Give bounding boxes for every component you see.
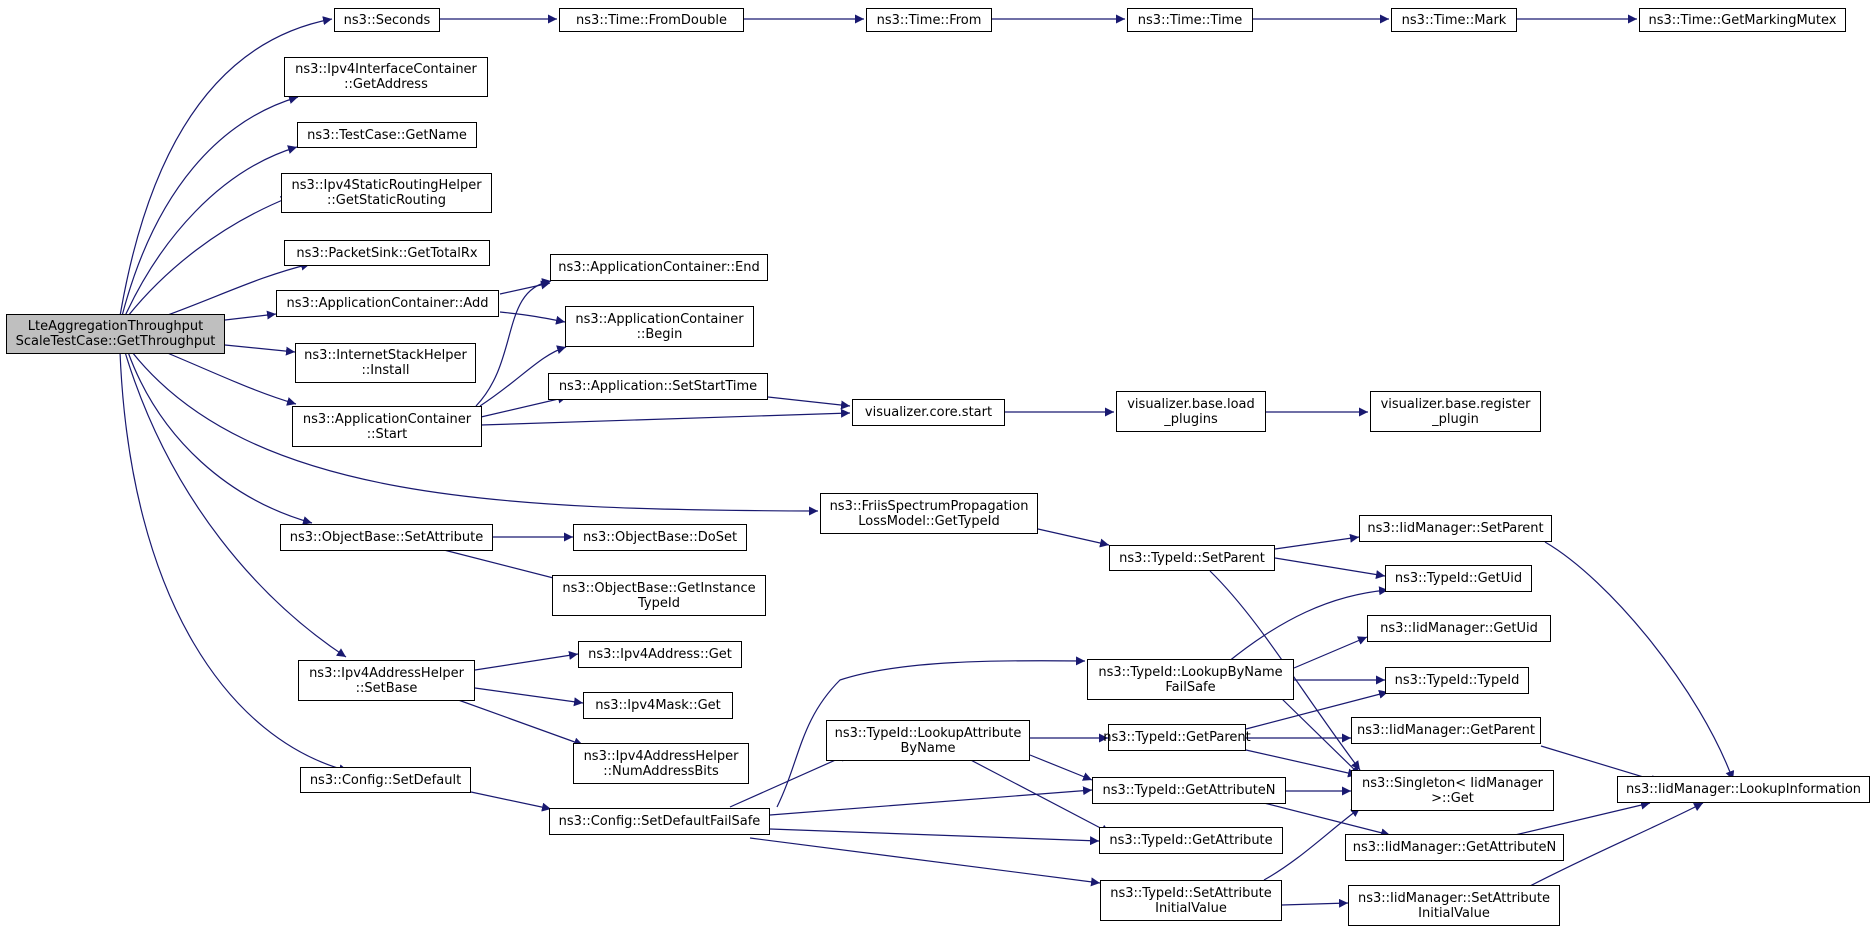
node-iidmanager-setparent[interactable]: ns3::IidManager::SetParent (1359, 515, 1552, 542)
edge-setdefaultfailsafe-getattribute (769, 828, 1100, 846)
edge-root-testcase (124, 145, 298, 317)
edge-appstart-vizstart (480, 408, 851, 426)
edge-setparent-iidsetparent (1274, 533, 1360, 550)
edge-appadd-appbegin (499, 311, 566, 325)
node-ipv4interfacecontainer-getaddress[interactable]: ns3::Ipv4InterfaceContainer::GetAddress (284, 57, 488, 97)
node-seconds[interactable]: ns3::Seconds (334, 8, 440, 32)
edge-friis-setparent (1037, 528, 1110, 548)
edge-setparent-singleton (1209, 570, 1361, 771)
edge-lookupattr-getattribute (964, 756, 1111, 834)
edge-appstart-append (475, 278, 552, 407)
edge-setbase-maskget (474, 687, 584, 707)
node-testcase-getname[interactable]: ns3::TestCase::GetName (297, 122, 477, 148)
node-visualizer-core-start[interactable]: visualizer.core.start (852, 399, 1005, 426)
edge-root-friis (131, 351, 819, 516)
edge-root-install (224, 344, 296, 356)
edge-setdefaultfailsafe-setattrinit (749, 837, 1101, 887)
edge-lookupbyname-singleton (1279, 696, 1361, 776)
node-time-mark[interactable]: ns3::Time::Mark (1391, 8, 1517, 32)
node-typeid-getuid[interactable]: ns3::TypeId::GetUid (1385, 565, 1532, 592)
node-typeid-getattribute[interactable]: ns3::TypeId::GetAttribute (1099, 827, 1283, 854)
node-iidmanager-lookupinformation[interactable]: ns3::IidManager::LookupInformation (1617, 776, 1870, 803)
edge-iidsetattrinit-lookupinfo (1527, 802, 1704, 888)
node-typeid-typeid[interactable]: ns3::TypeId::TypeId (1385, 667, 1529, 694)
node-packetsink-gettotalrx[interactable]: ns3::PacketSink::GetTotalRx (284, 240, 490, 266)
node-iidmanager-getparent[interactable]: ns3::IidManager::GetParent (1351, 717, 1541, 744)
node-applicationcontainer-add[interactable]: ns3::ApplicationContainer::Add (276, 290, 499, 317)
edge-appstart-setstarttime (480, 394, 568, 418)
edge-setattribute-getinstance (439, 548, 574, 586)
edge-getparent-singleton (1245, 749, 1358, 778)
node-visualizer-base-register-plugin[interactable]: visualizer.base.register_plugin (1370, 391, 1541, 432)
node-singleton-iidmanager-get[interactable]: ns3::Singleton< IidManager >::Get (1351, 770, 1554, 811)
node-time-fromdouble[interactable]: ns3::Time::FromDouble (559, 8, 744, 32)
node-typeid-setparent[interactable]: ns3::TypeId::SetParent (1109, 545, 1275, 571)
edge-root-seconds (119, 16, 333, 317)
edge-getparent-typeidtypeid (1245, 689, 1389, 730)
edge-lookupattr-getattributen (1029, 754, 1093, 781)
edge-setattrinit-singleton (1263, 807, 1361, 881)
edge-lookupbyname-getuid (1227, 586, 1389, 663)
node-ipv4staticroutinghelper-getstaticrouting[interactable]: ns3::Ipv4StaticRoutingHelper::GetStaticR… (281, 173, 492, 213)
node-typeid-getattributen[interactable]: ns3::TypeId::GetAttributeN (1092, 777, 1286, 804)
edge-root-setbase (124, 351, 347, 658)
node-config-setdefault[interactable]: ns3::Config::SetDefault (300, 767, 471, 793)
node-ipv4address-get[interactable]: ns3::Ipv4Address::Get (578, 641, 742, 668)
node-iidmanager-getuid[interactable]: ns3::IidManager::GetUid (1367, 615, 1551, 642)
node-objectbase-setattribute[interactable]: ns3::ObjectBase::SetAttribute (280, 524, 493, 551)
node-internetstackhelper-install[interactable]: ns3::InternetStackHelper::Install (295, 343, 476, 383)
node-ipv4mask-get[interactable]: ns3::Ipv4Mask::Get (583, 692, 733, 719)
edge-setbase-ipv4get (474, 650, 579, 671)
node-objectbase-doset[interactable]: ns3::ObjectBase::DoSet (573, 524, 747, 551)
node-config-setdefaultfailsafe[interactable]: ns3::Config::SetDefaultFailSafe (549, 808, 770, 835)
edge-setdefaultfailsafe-getattributen (769, 786, 1093, 816)
edge-root-appadd (224, 310, 277, 321)
edge-appstart-appbegin (479, 345, 567, 407)
edge-setbase-numaddrbits (449, 696, 584, 747)
edge-root-ipv4ic (121, 95, 299, 317)
node-iidmanager-getattributen[interactable]: ns3::IidManager::GetAttributeN (1345, 834, 1564, 861)
node-applicationcontainer-end[interactable]: ns3::ApplicationContainer::End (550, 254, 768, 281)
edge-setattrinit-iidsetattrinit (1281, 898, 1349, 908)
node-time-getmarkingmutex[interactable]: ns3::Time::GetMarkingMutex (1639, 8, 1846, 32)
node-ipv4addresshelper-numaddressbits[interactable]: ns3::Ipv4AddressHelper::NumAddressBits (573, 743, 749, 784)
edge-appadd-append (499, 280, 551, 295)
node-typeid-getparent[interactable]: ns3::TypeId::GetParent (1103, 724, 1251, 751)
edge-root-appstart (164, 351, 297, 406)
edge-lookupbyname-iidgetuid (1293, 636, 1368, 669)
node-application-setstarttime[interactable]: ns3::Application::SetStartTime (548, 373, 768, 400)
edge-root-staticrouting (127, 196, 291, 317)
edge-root-configsetdefault (119, 351, 349, 774)
node-applicationcontainer-start[interactable]: ns3::ApplicationContainer::Start (292, 406, 482, 447)
node-applicationcontainer-begin[interactable]: ns3::ApplicationContainer::Begin (565, 306, 754, 347)
edge-iidsetparent-lookupinfo (1544, 541, 1735, 781)
edge-setparent-getuid (1274, 557, 1386, 579)
edge-root-setattribute (127, 351, 313, 525)
node-visualizer-base-load-plugins[interactable]: visualizer.base.load_plugins (1116, 391, 1266, 432)
edge-configsetdefault-setdefaultfailsafe (470, 791, 552, 812)
node-time-time[interactable]: ns3::Time::Time (1127, 8, 1253, 32)
edge-getattributen-iidgetattrn (1259, 801, 1391, 838)
edge-setdefaultfailsafe-lookupattr (729, 753, 850, 808)
node-ipv4addresshelper-setbase[interactable]: ns3::Ipv4AddressHelper::SetBase (298, 660, 475, 701)
edge-root-packetsink (164, 261, 311, 317)
edge-setstarttime-vizstart (767, 396, 851, 410)
edge-setdefaultfailsafe-lookupbyname (776, 656, 1086, 808)
node-time-from[interactable]: ns3::Time::From (866, 8, 992, 32)
edge-iidgetattrn-lookupinfo (1514, 800, 1651, 836)
